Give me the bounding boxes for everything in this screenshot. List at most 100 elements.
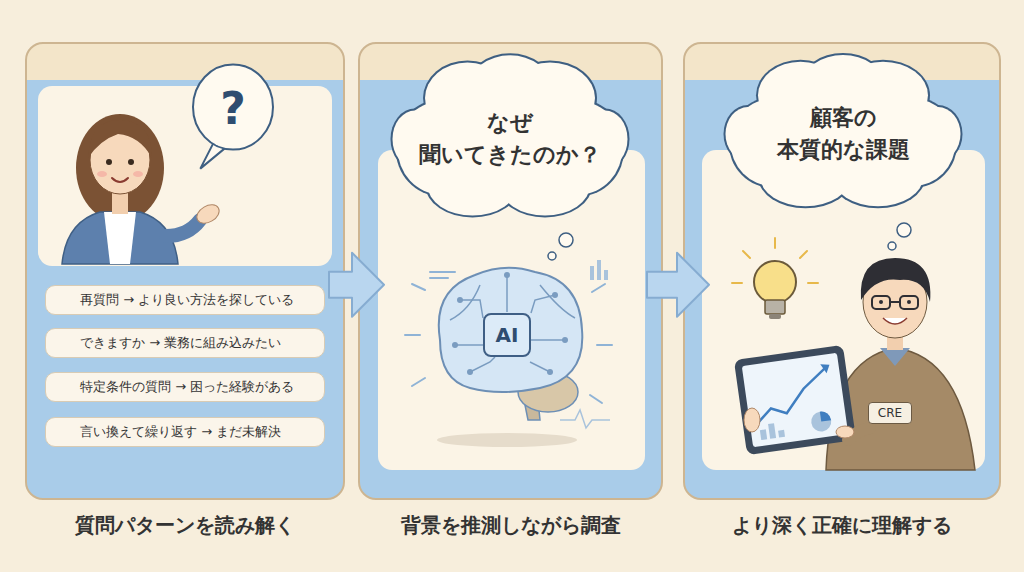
illustration-path [820,410,831,421]
illustration-path [166,220,200,236]
illustration-path [506,275,508,312]
illustration-g [450,275,575,372]
illustration-g [732,238,818,283]
illustration-ellipse [470,55,550,116]
panel: 背景を推測しながら調査なぜ 聞いてきたのか？AI [358,42,663,500]
illustration-ellipse [193,64,273,149]
illustration-g [724,53,963,208]
illustration-ellipse [76,114,164,222]
illustration-circle [548,252,556,260]
illustration-circle [907,300,911,304]
illustration-path [880,348,910,366]
illustration-line [405,334,420,336]
arrow-shape [329,253,384,317]
illustration-path [861,258,931,302]
illustration-line [800,251,807,258]
illustration-circle [467,369,473,375]
illustration-path [531,339,565,341]
illustration-rect [702,150,985,470]
illustration-circle [810,410,833,433]
illustration-path [104,212,136,264]
illustration-rect [887,330,903,350]
illustration-path [470,357,495,372]
illustration-circle [56,336,70,350]
illustration-path [460,300,483,318]
illustration-path [112,178,128,182]
illustration-circle [65,429,67,431]
panel-caption: 背景を推測しながら調査 [360,512,661,539]
pattern-item: できますか → 業務に組み込みたい [45,328,325,358]
cloud-outline [718,50,968,218]
pattern-item: 再質問 → より良い方法を探している [45,285,325,315]
illustration-g [393,55,628,215]
thought-cloud-text: なぜ 聞いてきたのか？ [415,107,605,171]
illustration-rect [900,296,918,309]
pattern-item: 言い換えて繰り返す → まだ未解決 [45,417,325,447]
panel-caption: 質問パターンを読み解く [27,512,343,539]
illustration-line [430,277,448,279]
illustration-ellipse [863,266,927,338]
illustration-line [890,301,900,303]
illustration-path [826,348,975,470]
ai-chip: AI [483,313,531,357]
illustration-path [62,212,178,264]
illustration-ellipse [744,408,760,432]
illustration-circle [897,223,911,237]
illustration-g [391,53,630,217]
illustration-line [592,284,605,292]
illustration-path [531,295,555,313]
illustration-g [405,272,612,403]
illustration-path [59,340,67,346]
illustration-line [430,271,455,273]
illustration-rect [53,424,69,436]
illustration-line [412,378,425,386]
pattern-item-text: できますか → 業務に組み込みたい [80,334,281,352]
illustration-g [734,345,856,455]
illustration-rect [597,260,601,280]
illustration-rect [778,430,785,438]
pattern-item-text: 特定条件の質問 → 困った経験がある [80,378,294,396]
illustration-circle [552,292,558,298]
illustration-path [88,120,152,158]
illustration-circle [61,429,63,431]
illustration-circle [504,272,510,278]
illustration-g [726,55,961,206]
illustration-g [53,292,74,436]
illustration-rect [604,270,608,280]
illustration-rect [112,192,128,214]
illustration-ellipse [726,107,771,161]
ai-chip-text: AI [496,323,519,347]
illustration-circle [888,242,896,250]
speech-bubble-text: ? [220,83,246,134]
illustration-rect [378,150,645,470]
illustration-rect [872,296,890,309]
illustration-circle [106,159,112,165]
illustration-line [65,390,71,396]
pattern-item-text: 言い換えて繰り返す → まだ未解決 [80,423,281,441]
illustration-g [759,422,785,440]
illustration-ellipse [90,126,150,194]
illustration-path [520,380,540,420]
illustration-path [455,344,483,346]
illustration-ellipse [133,171,143,177]
illustration-path [216,141,229,145]
illustration-g [452,272,568,375]
illustration-ellipse [194,201,223,227]
illustration-line [590,395,602,403]
illustration-circle [55,379,67,391]
thought-cloud: 顧客の 本質的な課題 [718,50,968,218]
illustration-path [883,318,907,324]
illustration-rect [760,429,767,440]
illustration-rect [590,266,594,280]
illustration-ellipse [836,426,854,438]
illustration-circle [559,233,573,247]
illustration-line [774,238,776,248]
illustration-line [743,251,750,258]
name-badge-text: CRE [878,406,902,420]
illustration-circle [547,369,553,375]
illustration-polyline [749,367,833,425]
thought-cloud: なぜ 聞いてきたのか？ [385,50,635,228]
illustration-circle [57,429,59,431]
